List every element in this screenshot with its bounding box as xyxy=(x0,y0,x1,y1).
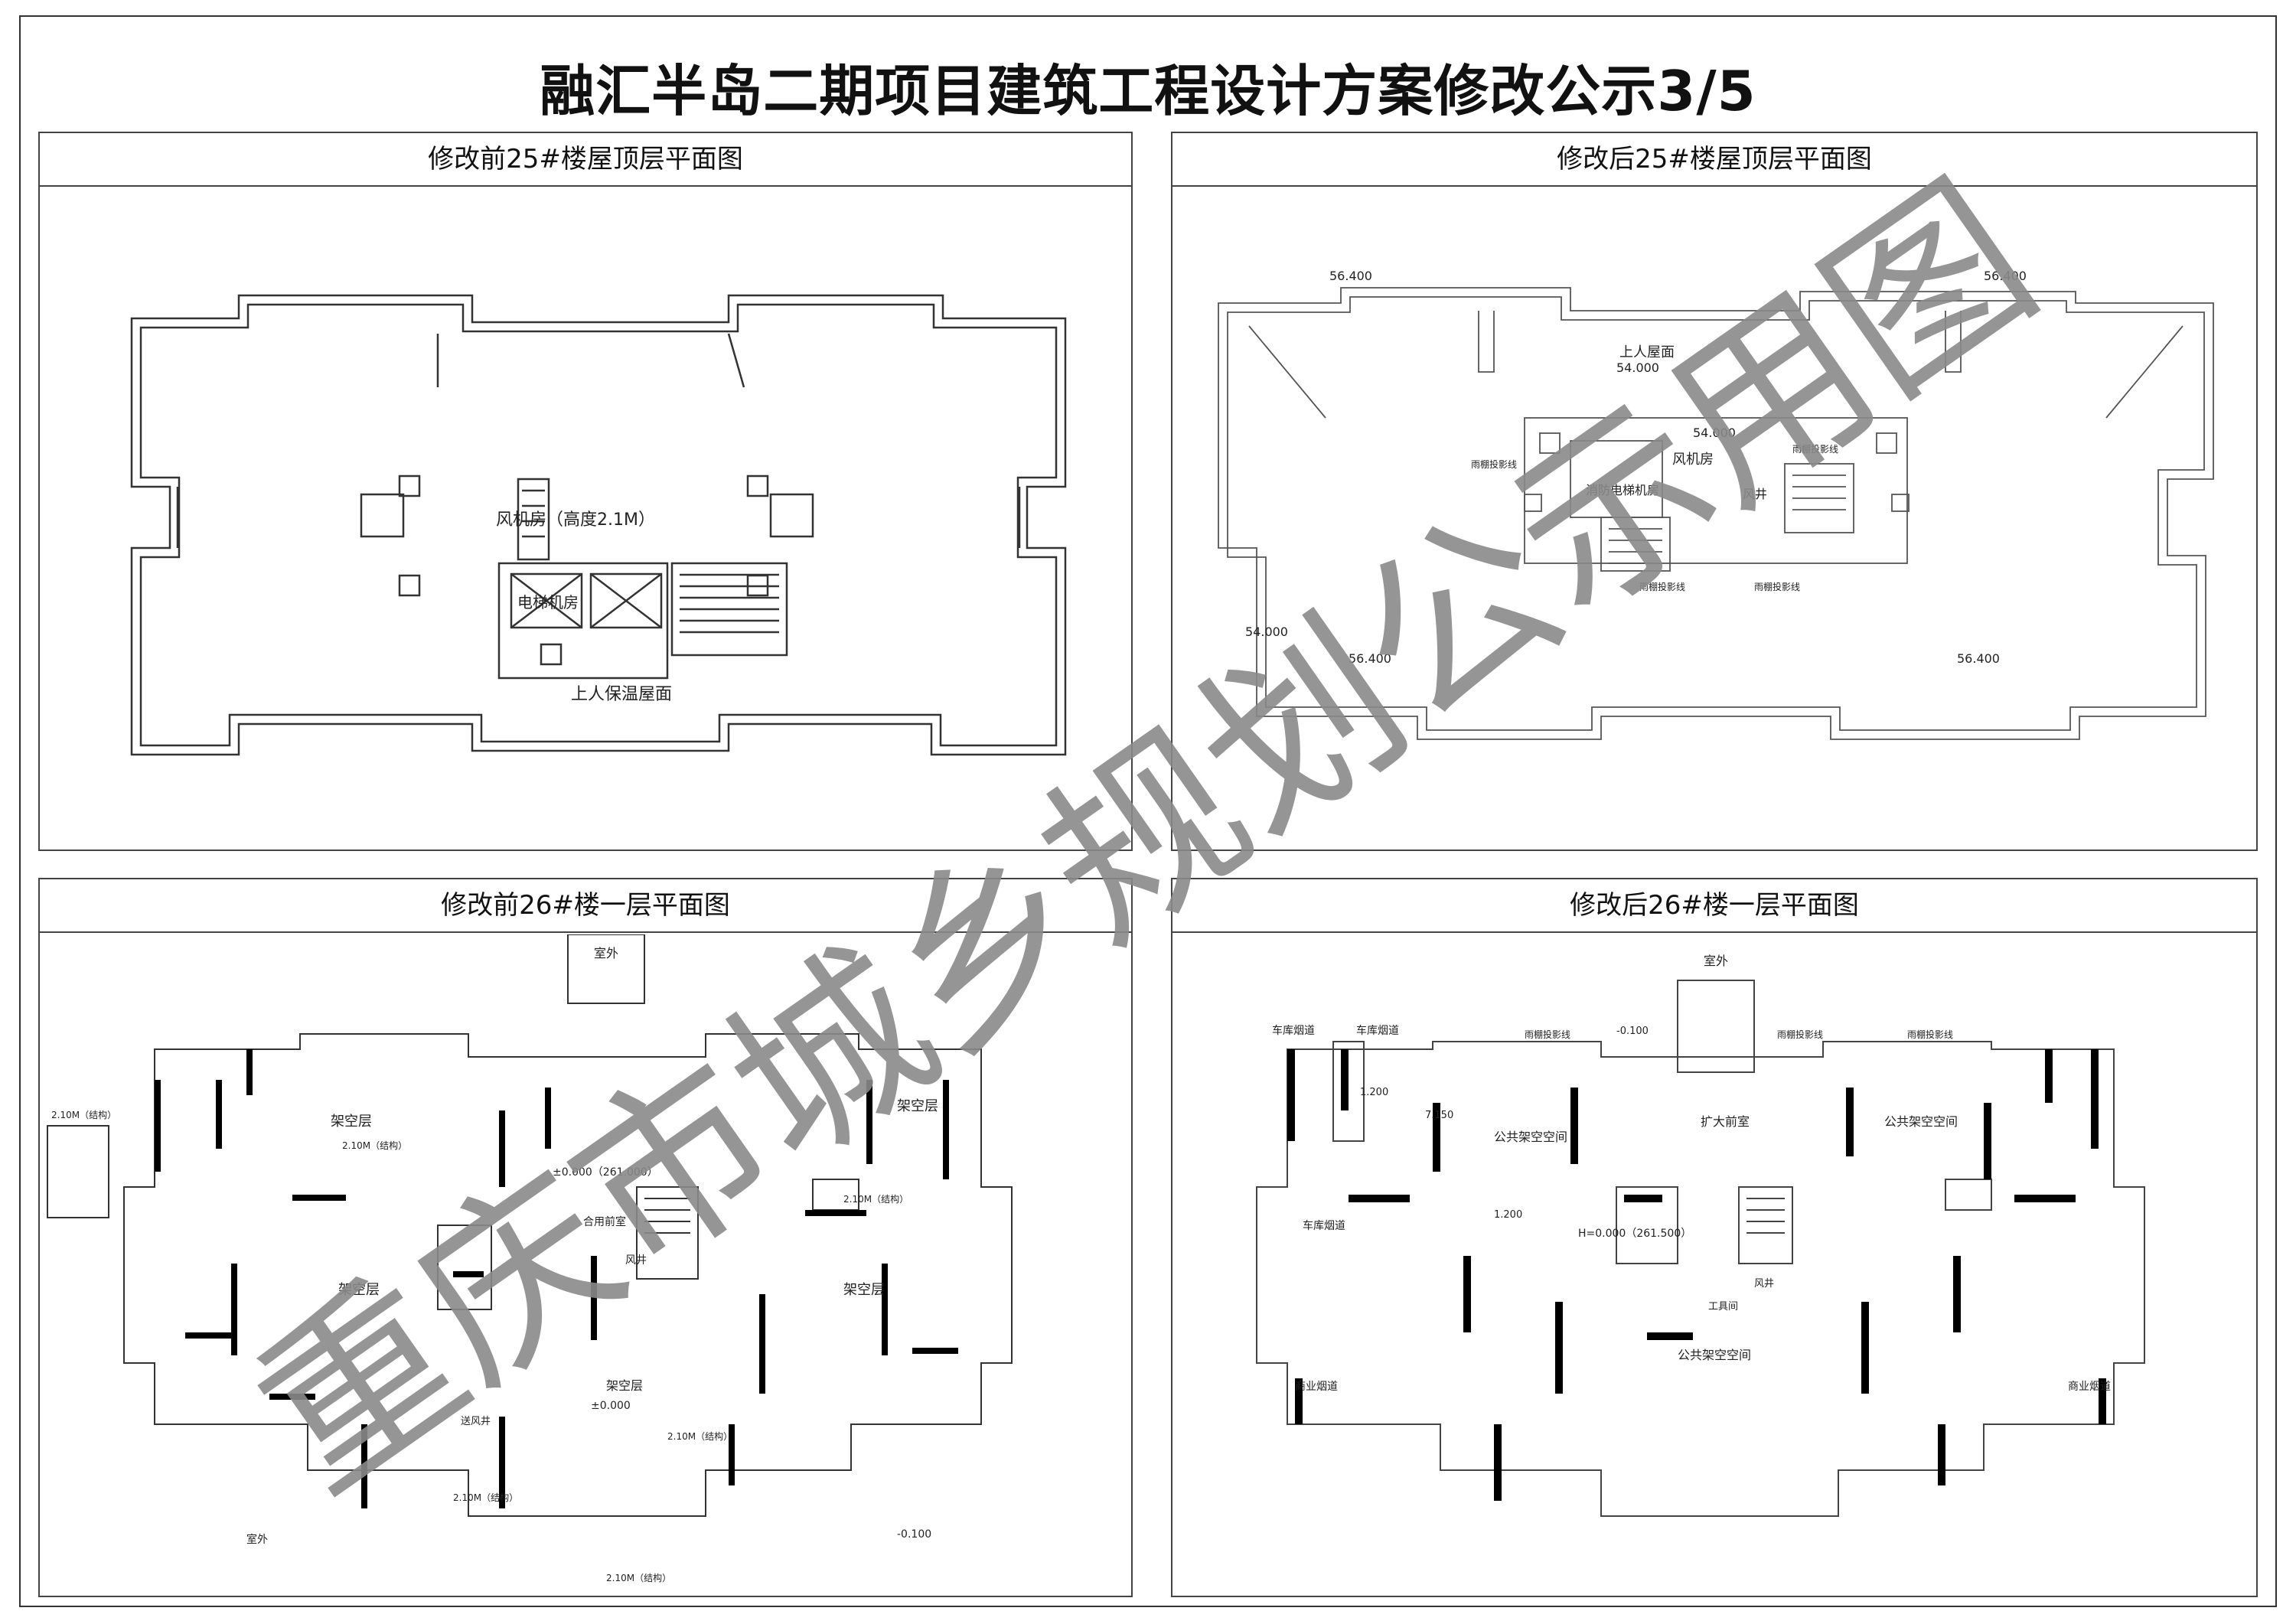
outdoor-label: 室外 xyxy=(1704,954,1728,968)
plan-drawing: 室外 车库烟道 车库烟道 车库烟道 -0.100 1.200 7.150 1.2… xyxy=(1256,954,2145,1517)
plan-drawing: 室外 架空层 架空层 架空层 架空层 架空层 ±0.000（261.000） ±… xyxy=(47,934,1013,1583)
drawing-frame xyxy=(19,15,2277,1607)
elev-label: 1.200 xyxy=(1360,1087,1388,1098)
rain-line-label: 雨棚投影线 xyxy=(1639,581,1685,592)
pilotis-label: 架空层 xyxy=(331,1114,372,1130)
shop-flue-label: 商业烟道 xyxy=(2068,1381,2111,1393)
rain-line-label: 雨棚投影线 xyxy=(1907,1029,1953,1040)
height-label: 2.10M（结构） xyxy=(843,1193,908,1205)
outdoor-label: 室外 xyxy=(246,1533,268,1546)
garage-flue-label: 车库烟道 xyxy=(1272,1024,1315,1037)
height-label: 2.10M（结构） xyxy=(342,1140,407,1151)
elevator-room-label: 消防电梯机房 xyxy=(1586,483,1659,497)
height-label: 2.10M（结构） xyxy=(453,1492,518,1503)
elevator-room-label: 电梯机房 xyxy=(517,593,579,611)
rain-line-label: 雨棚投影线 xyxy=(1525,1029,1570,1040)
roof-label: 上人屋面 xyxy=(1619,344,1675,360)
panel-after-25-roof: 修改后25#楼屋顶层平面图 56.400 56.400 54.000 54.00… xyxy=(1171,132,2258,851)
elev-label: -0.100 xyxy=(1616,1026,1649,1037)
public-space-label: 公共架空空间 xyxy=(1494,1130,1567,1144)
vent-label: 送风井 xyxy=(461,1416,491,1427)
fan-room-label: 风机房（高度2.1M） xyxy=(496,510,655,530)
shop-flue-label: 商业烟道 xyxy=(1295,1381,1338,1393)
panel-heading: 修改前25#楼屋顶层平面图 xyxy=(40,133,1131,187)
shaft-label: 风井 xyxy=(1743,487,1767,501)
rain-line-label: 雨棚投影线 xyxy=(1754,581,1800,592)
lobby-label: 扩大前室 xyxy=(1701,1114,1750,1129)
height-label: 2.10M（结构） xyxy=(606,1572,671,1583)
garage-flue-label: 车库烟道 xyxy=(1356,1024,1399,1037)
panel-heading: 修改后25#楼屋顶层平面图 xyxy=(1172,133,2256,187)
lobby-label: 合用前室 xyxy=(583,1215,626,1228)
panel-after-26-ground: 修改后26#楼一层平面图 室外 车库烟道 车库烟道 车库烟道 xyxy=(1171,878,2258,1597)
pilotis-label: 架空层 xyxy=(843,1282,885,1298)
roof-label: 上人保温屋面 xyxy=(571,685,672,704)
pilotis-label: 架空层 xyxy=(897,1098,938,1114)
height-label: 2.10M（结构） xyxy=(667,1430,732,1442)
elev-label: -0.100 xyxy=(897,1528,931,1541)
panel-before-25-roof: 修改前25#楼屋顶层平面图 风机房（高度2.1M） 电梯机房 上人保温 xyxy=(38,132,1133,851)
panel-heading: 修改后26#楼一层平面图 xyxy=(1172,879,2256,933)
rain-line-label: 雨棚投影线 xyxy=(1792,443,1838,455)
elev-label: 1.200 xyxy=(1494,1209,1522,1221)
shaft-label: 风井 xyxy=(625,1254,647,1267)
public-space-label: 公共架空空间 xyxy=(1884,1114,1958,1129)
elev-label: 7.150 xyxy=(1425,1110,1453,1121)
outdoor-label: 室外 xyxy=(594,946,618,960)
sheet-title: 融汇半岛二期项目建筑工程设计方案修改公示3/5 xyxy=(540,59,1756,123)
panel-before-26-ground: 修改前26#楼一层平面图 室外 架空层 架空层 架空层 架空层 xyxy=(38,878,1133,1597)
rain-line-label: 雨棚投影线 xyxy=(1471,458,1517,470)
height-label: 2.10M（结构） xyxy=(51,1109,116,1120)
pilotis-label: 架空层 xyxy=(606,1378,643,1393)
shaft-label: 风井 xyxy=(1754,1278,1774,1290)
elev-label: 54.000 xyxy=(1616,360,1659,375)
elev-label: 56.400 xyxy=(1957,651,2000,666)
fan-room-label: 风机房 xyxy=(1672,452,1714,468)
elev-label: H=0.000（261.500） xyxy=(1578,1228,1691,1240)
rain-line-label: 雨棚投影线 xyxy=(1777,1029,1823,1040)
elev-label: 54.000 xyxy=(1245,624,1288,639)
elev-label: 56.400 xyxy=(1349,651,1391,666)
elev-label: ±0.000（261.000） xyxy=(553,1166,658,1179)
pilotis-label: 架空层 xyxy=(338,1282,380,1298)
panel-heading: 修改前26#楼一层平面图 xyxy=(40,879,1131,933)
garage-flue-label: 车库烟道 xyxy=(1303,1219,1345,1232)
public-space-label: 公共架空空间 xyxy=(1678,1348,1751,1362)
elev-label: 56.400 xyxy=(1329,269,1372,283)
elev-label: ±0.000 xyxy=(591,1400,631,1412)
elev-label: 54.000 xyxy=(1693,426,1736,440)
plan-drawing: 风机房（高度2.1M） 电梯机房 上人保温屋面 xyxy=(130,294,1067,756)
elev-label: 56.400 xyxy=(1984,269,2027,283)
tool-room-label: 工具间 xyxy=(1708,1301,1738,1313)
plan-drawing: 56.400 56.400 54.000 54.000 54.000 56.40… xyxy=(1218,269,2214,740)
